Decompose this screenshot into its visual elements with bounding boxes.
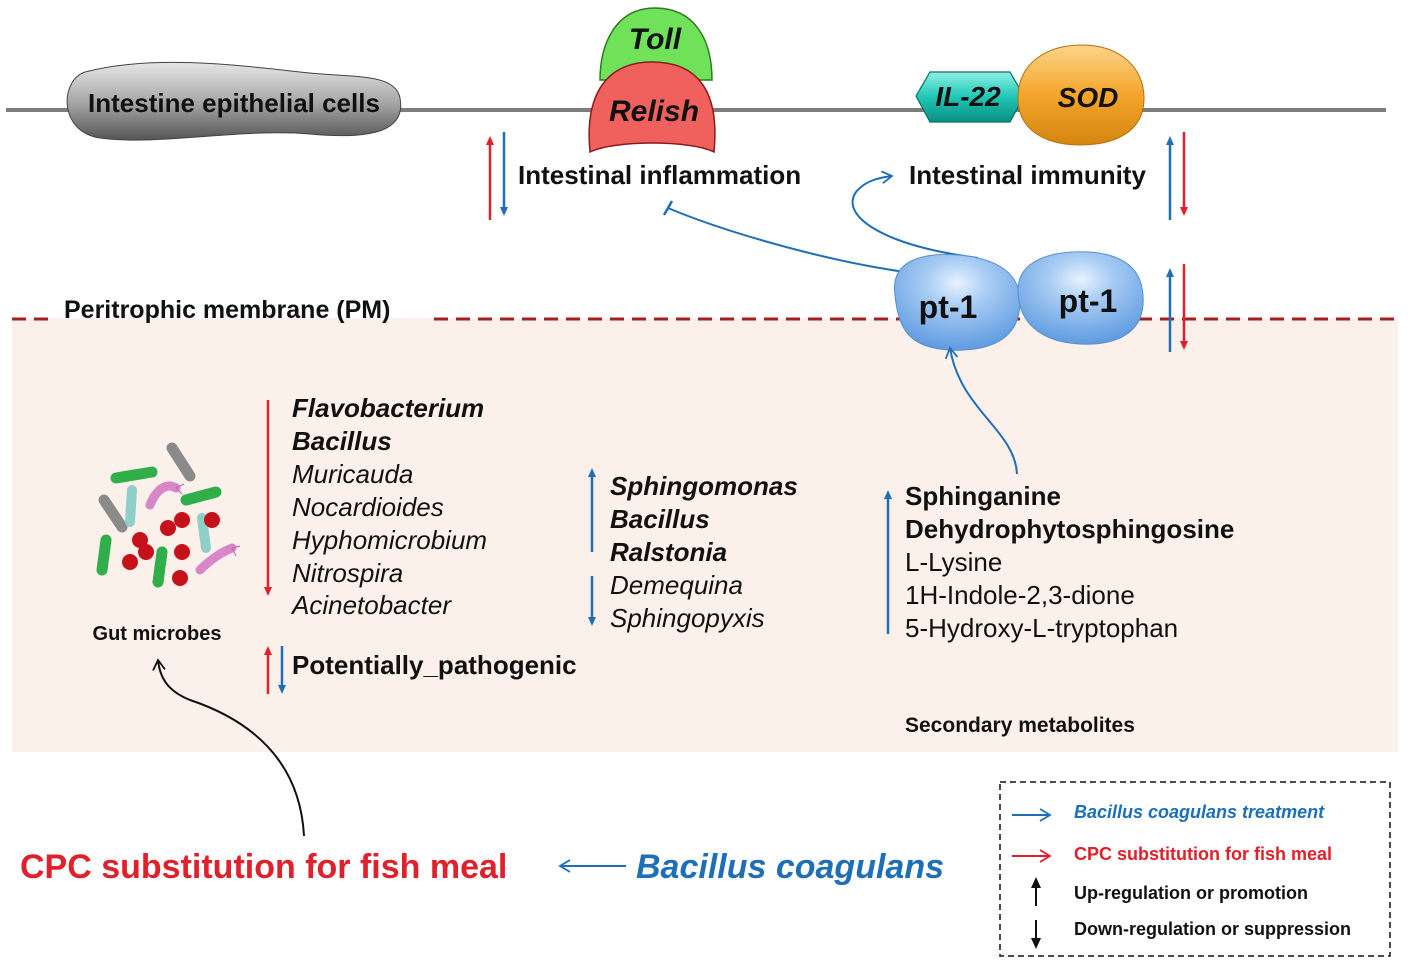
sod-label: SOD bbox=[1058, 82, 1119, 113]
sod-shape bbox=[1017, 44, 1145, 146]
gut-microbes-label: Gut microbes bbox=[93, 623, 222, 645]
epithelial-label: Intestine epithelial cells bbox=[88, 88, 380, 118]
genus-sphingopyxis: Sphingopyxis bbox=[610, 603, 765, 633]
genus-sphingomonas: Sphingomonas bbox=[610, 471, 798, 501]
genus-ralstonia: Ralstonia bbox=[610, 537, 727, 567]
bacillus-coagulans-label: Bacillus coagulans bbox=[636, 848, 944, 886]
epithelial-cell-shape bbox=[66, 61, 402, 141]
pm-label: Peritrophic membrane (PM) bbox=[64, 296, 390, 324]
pm-region bbox=[12, 318, 1398, 752]
legend-red-label: CPC substitution for fish meal bbox=[1074, 844, 1332, 864]
metabolites-to-pt1-arrow bbox=[944, 346, 1018, 475]
pt1-to-immunity-arrow bbox=[851, 170, 979, 259]
pt1-inhibits-inflammation-arrow bbox=[667, 207, 906, 273]
genus-acinetobacter: Acinetobacter bbox=[290, 590, 452, 620]
toll-shape bbox=[599, 7, 713, 81]
pt1-right-label: pt-1 bbox=[1059, 283, 1118, 319]
genus-hyphomicrobium: Hyphomicrobium bbox=[292, 525, 487, 555]
il22-label: IL-22 bbox=[935, 81, 1001, 112]
metabolite-indole-dione: 1H-Indole-2,3-dione bbox=[905, 580, 1135, 610]
genus-flavobacterium: Flavobacterium bbox=[292, 393, 484, 423]
cpc-substitution-label: CPC substitution for fish meal bbox=[20, 848, 507, 886]
legend-up-label: Up-regulation or promotion bbox=[1074, 883, 1308, 903]
legend-down-label: Down-regulation or suppression bbox=[1074, 919, 1351, 939]
legend: Bacillus coagulans treatment CPC substit… bbox=[999, 781, 1391, 957]
inflammation-inhibition-bar bbox=[662, 200, 674, 216]
metabolite-dehydrophytosphingosine: Dehydrophytosphingosine bbox=[905, 514, 1234, 544]
pt1-left-label: pt-1 bbox=[919, 289, 978, 325]
gut-microbes-illustration bbox=[96, 442, 241, 588]
genus-demequina: Demequina bbox=[610, 570, 743, 600]
genus-bacillus-b: Bacillus bbox=[610, 504, 710, 534]
metabolite-sphinganine: Sphinganine bbox=[905, 481, 1061, 511]
inflammation-label: Intestinal inflammation bbox=[518, 160, 801, 190]
pt1-right-shape bbox=[1017, 251, 1144, 345]
metabolite-hydroxy-tryptophan: 5-Hydroxy-L-tryptophan bbox=[905, 613, 1178, 643]
genus-nocardioides: Nocardioides bbox=[292, 492, 444, 522]
legend-blue-label: Bacillus coagulans treatment bbox=[1074, 802, 1325, 822]
immunity-label: Intestinal immunity bbox=[909, 160, 1146, 190]
genus-muricauda: Muricauda bbox=[292, 459, 413, 489]
relish-label: Relish bbox=[609, 95, 699, 128]
potentially-pathogenic-label: Potentially_pathogenic bbox=[292, 650, 577, 680]
secondary-metabolites-label: Secondary metabolites bbox=[905, 714, 1135, 737]
genus-nitrospira: Nitrospira bbox=[292, 558, 403, 588]
metabolite-l-lysine: L-Lysine bbox=[905, 547, 1002, 577]
toll-label: Toll bbox=[629, 23, 682, 56]
cpc-to-gut-microbes-arrow bbox=[152, 658, 305, 837]
genus-bacillus-a: Bacillus bbox=[292, 426, 392, 456]
legend-box bbox=[999, 781, 1391, 957]
relish-shape bbox=[588, 61, 716, 154]
il22-shape bbox=[915, 71, 1025, 123]
